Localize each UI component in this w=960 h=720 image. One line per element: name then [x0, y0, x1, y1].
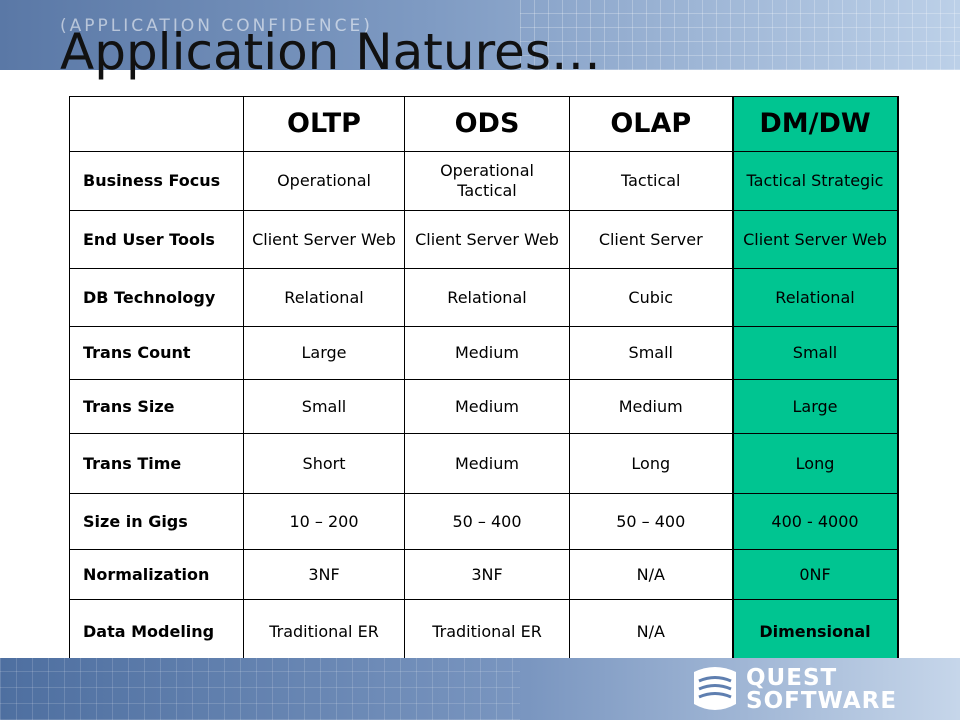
table-row: Size in Gigs 10 – 200 50 – 400 50 – 400 …	[69, 493, 899, 550]
logo-text-quest: QUEST	[746, 665, 838, 691]
quest-logo-mark-icon	[694, 667, 736, 710]
table-row: Trans Count Large Medium Small Small	[69, 326, 899, 380]
column-header-dm-dw: DM/DW	[731, 96, 899, 152]
table-cell-highlight: Dimensional	[731, 599, 899, 664]
table-cell: Traditional ER	[404, 599, 570, 664]
table-row: Trans Time Short Medium Long Long	[69, 433, 899, 494]
quest-software-logo: QUEST SOFTWARE	[690, 664, 930, 714]
logo-text-software: SOFTWARE	[746, 688, 898, 714]
table-cell: Medium	[404, 379, 570, 434]
row-label: Trans Count	[69, 326, 244, 380]
table-cell: Traditional ER	[243, 599, 405, 664]
row-label: DB Technology	[69, 268, 244, 327]
row-label: Trans Time	[69, 433, 244, 494]
table-cell: N/A	[569, 599, 733, 664]
table-cell: Medium	[404, 433, 570, 494]
footer-grid-pattern	[0, 658, 520, 720]
footer-band	[0, 658, 960, 720]
table-cell: Client Server	[569, 210, 733, 269]
table-cell-highlight: Small	[731, 326, 899, 380]
table-cell: Medium	[404, 326, 570, 380]
table-cell: Small	[569, 326, 733, 380]
table-cell-highlight: Tactical Strategic	[731, 151, 899, 211]
slide-title: Application Natures…	[60, 23, 601, 81]
table-cell-highlight: Long	[731, 433, 899, 494]
table-cell-highlight: Large	[731, 379, 899, 434]
row-label: Trans Size	[69, 379, 244, 434]
table-cell: N/A	[569, 549, 733, 600]
row-label: Data Modeling	[69, 599, 244, 664]
table-cell: Operational	[243, 151, 405, 211]
comparison-table: OLTP ODS OLAP DM/DW Business Focus Opera…	[69, 96, 899, 664]
table-row: Business Focus Operational Operational T…	[69, 151, 899, 211]
table-cell: Relational	[404, 268, 570, 327]
table-cell-highlight: 0NF	[731, 549, 899, 600]
column-header-olap: OLAP	[569, 96, 733, 152]
header-grid-pattern	[520, 0, 960, 70]
table-cell: 50 – 400	[404, 493, 570, 550]
table-cell: 10 – 200	[243, 493, 405, 550]
table-cell: 50 – 400	[569, 493, 733, 550]
table-row: Data Modeling Traditional ER Traditional…	[69, 599, 899, 664]
tagline: (APPLICATION CONFIDENCE)	[60, 16, 373, 36]
table-cell-highlight: Client Server Web	[731, 210, 899, 269]
table-cell: Large	[243, 326, 405, 380]
column-header-oltp: OLTP	[243, 96, 405, 152]
row-label: End User Tools	[69, 210, 244, 269]
table-row: End User Tools Client Server Web Client …	[69, 210, 899, 269]
table-cell: Short	[243, 433, 405, 494]
table-cell: Medium	[569, 379, 733, 434]
row-label: Size in Gigs	[69, 493, 244, 550]
header-band	[0, 0, 960, 70]
table-cell-highlight: Relational	[731, 268, 899, 327]
table-header-row: OLTP ODS OLAP DM/DW	[69, 96, 899, 152]
table-cell: Relational	[243, 268, 405, 327]
row-label: Normalization	[69, 549, 244, 600]
table-cell: Client Server Web	[243, 210, 405, 269]
table-cell: 3NF	[243, 549, 405, 600]
table-cell: 3NF	[404, 549, 570, 600]
table-cell-highlight: 400 - 4000	[731, 493, 899, 550]
column-header-ods: ODS	[404, 96, 570, 152]
table-cell: Operational Tactical	[404, 151, 570, 211]
table-cell: Small	[243, 379, 405, 434]
table-cell: Long	[569, 433, 733, 494]
corner-cell	[69, 96, 244, 152]
table-cell: Tactical	[569, 151, 733, 211]
table-cell: Client Server Web	[404, 210, 570, 269]
table-row: Trans Size Small Medium Medium Large	[69, 379, 899, 434]
table-cell: Cubic	[569, 268, 733, 327]
table-row: DB Technology Relational Relational Cubi…	[69, 268, 899, 327]
row-label: Business Focus	[69, 151, 244, 211]
table-row: Normalization 3NF 3NF N/A 0NF	[69, 549, 899, 600]
